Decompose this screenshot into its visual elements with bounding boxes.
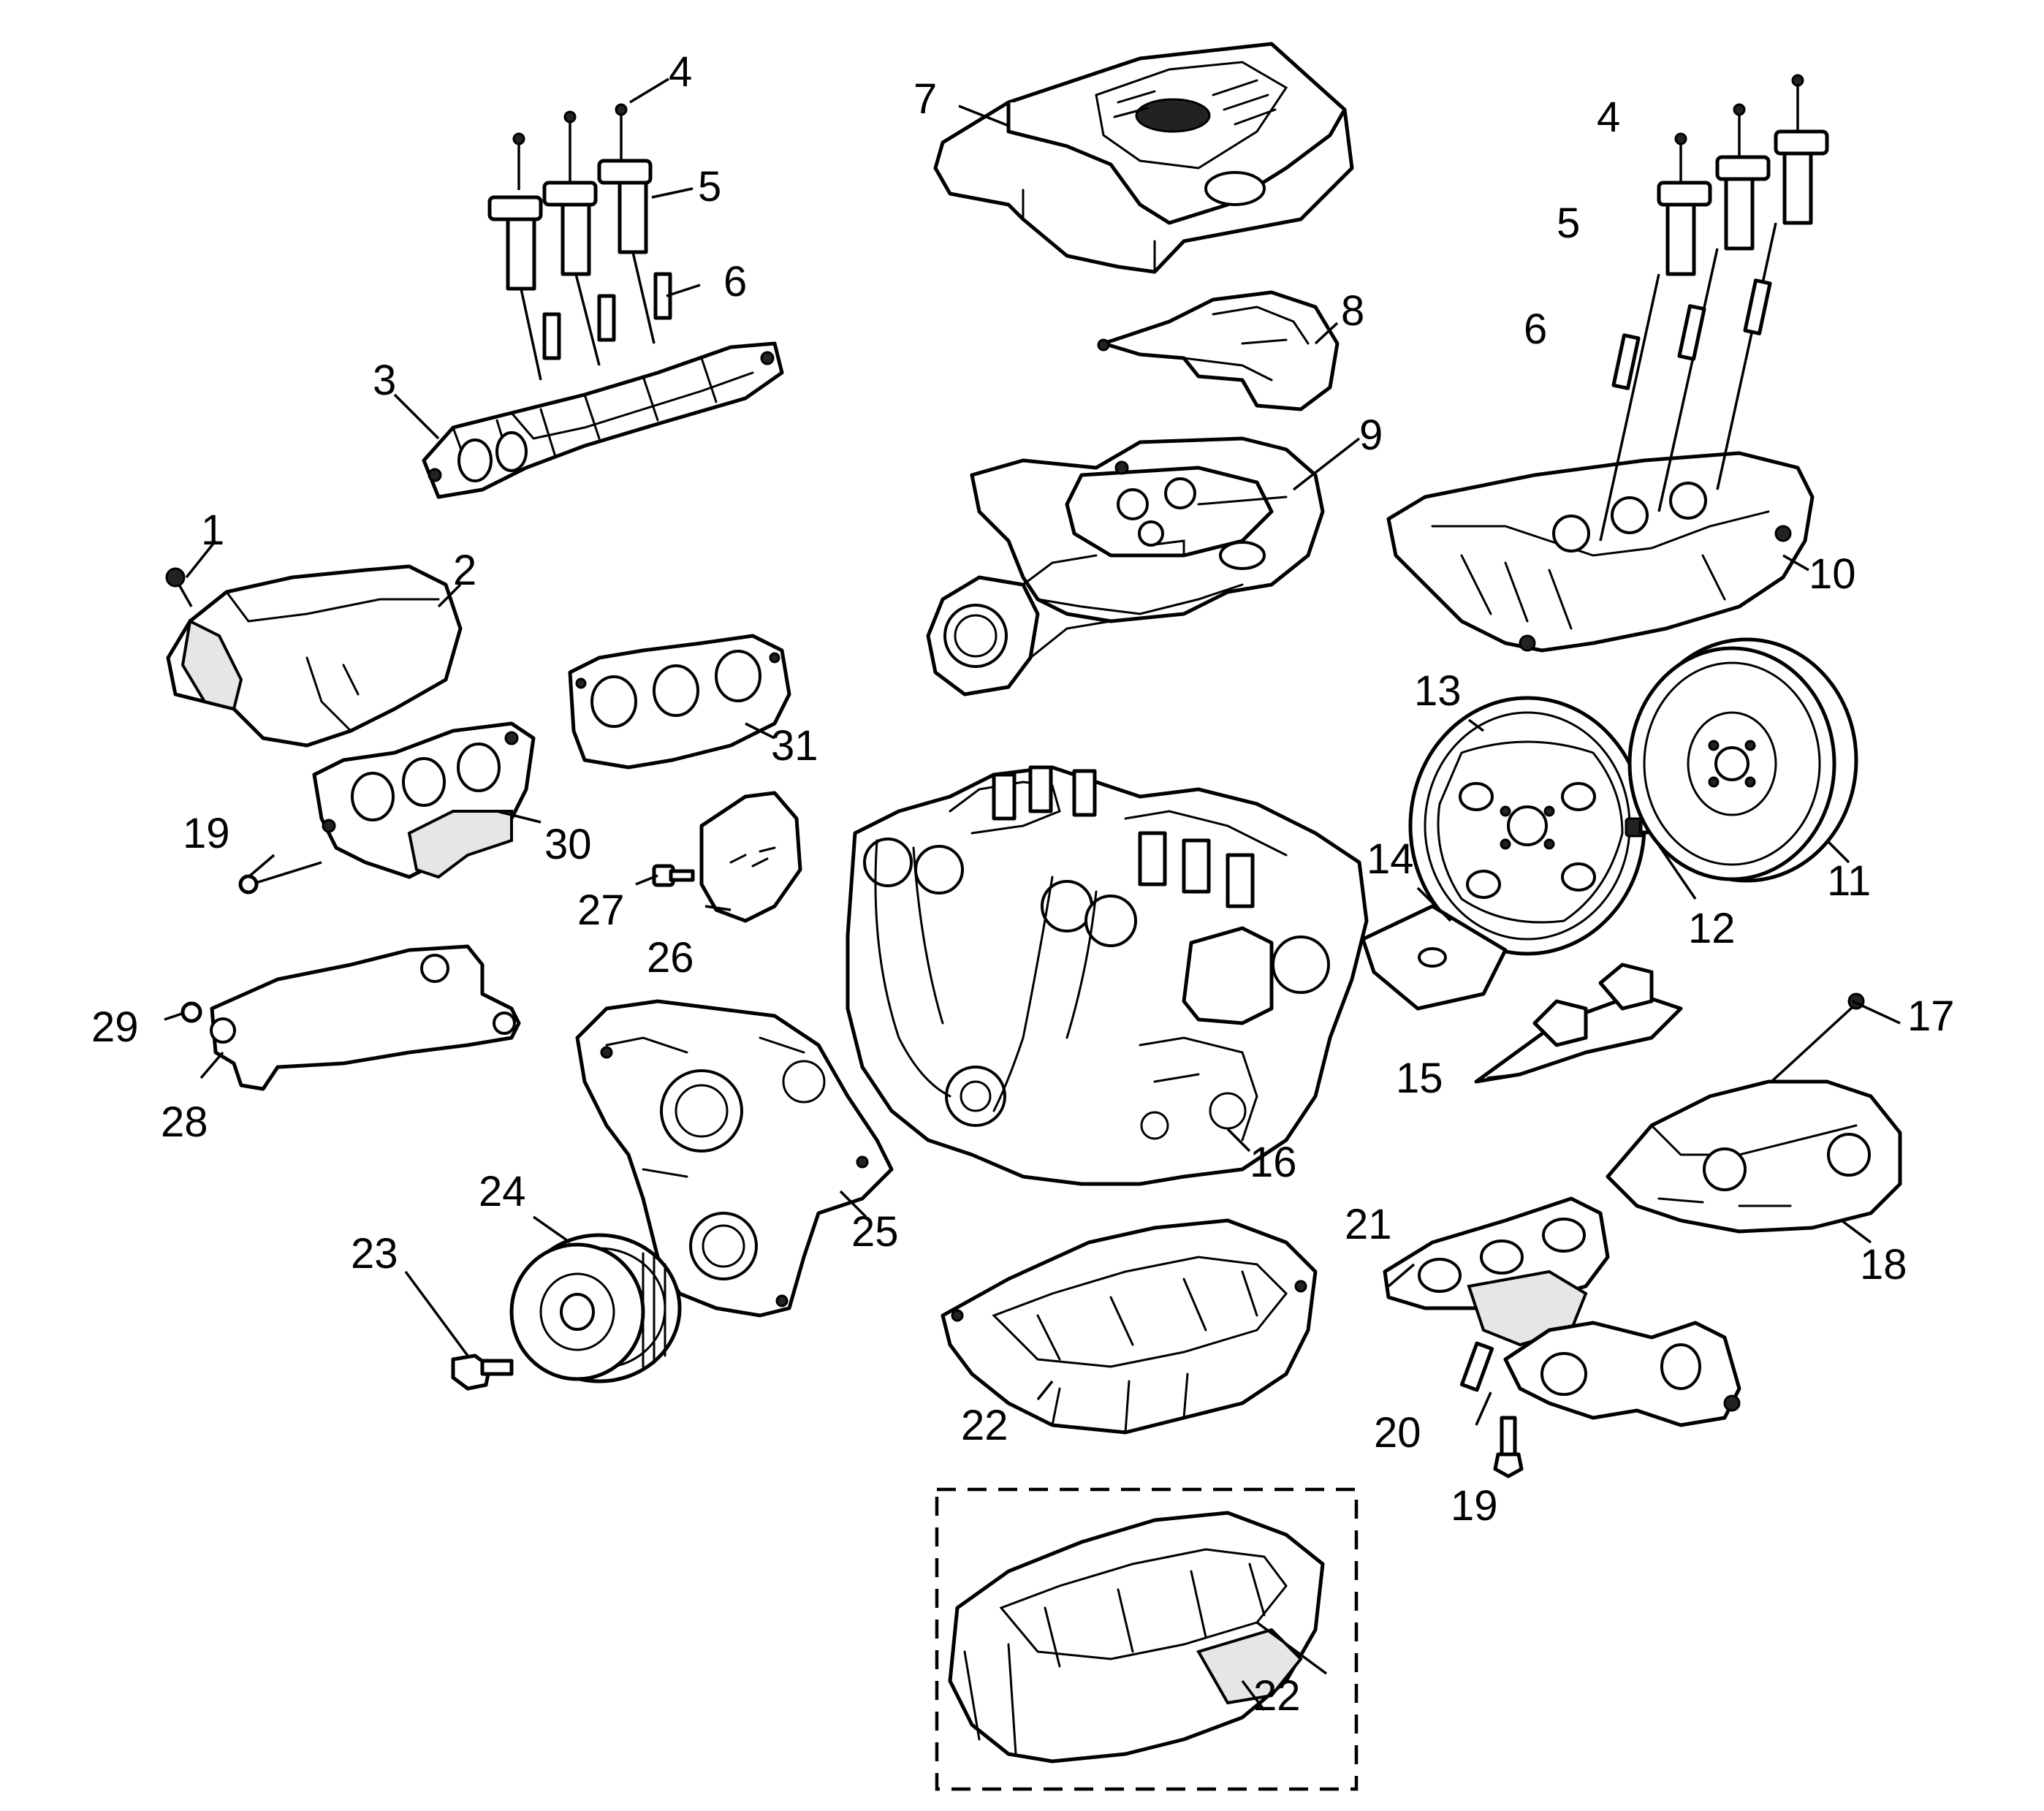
part-exhaust-manifold-right: [1383, 1196, 1741, 1427]
part-exhaust-heat-shield-left: [166, 564, 463, 748]
callout-10: 10: [1809, 550, 1856, 598]
callout-12: 12: [1688, 905, 1736, 952]
callout-15: 15: [1396, 1055, 1443, 1102]
part-balancer-bolt: [451, 1353, 514, 1391]
callout-5b: 5: [1557, 200, 1580, 247]
part-bolt-27: [652, 864, 695, 887]
part-ignition-coils-right: [1599, 74, 1829, 542]
callout-24: 24: [479, 1168, 526, 1215]
part-crankshaft-balancer: [509, 1233, 682, 1383]
callout-23: 23: [351, 1230, 398, 1277]
part-exhaust-heat-shield-right: [1606, 1079, 1902, 1234]
callout-4a: 4: [669, 48, 692, 96]
part-ignition-coils-left: [487, 103, 672, 381]
callout-26: 26: [647, 934, 694, 982]
part-engine-cover: [933, 42, 1354, 274]
part-camshaft-cover-right: [1386, 451, 1815, 653]
callout-20: 20: [1374, 1409, 1421, 1457]
callout-8: 8: [1341, 287, 1364, 335]
callout-13: 13: [1414, 667, 1462, 715]
callout-22a: 22: [961, 1402, 1008, 1449]
callout-14: 14: [1367, 835, 1414, 883]
callout-28: 28: [161, 1098, 208, 1146]
part-flywheel: [1627, 637, 1858, 883]
callout-4b: 4: [1597, 94, 1620, 141]
part-exhaust-gasket-left: [568, 634, 791, 770]
callout-1: 1: [201, 506, 224, 554]
part-flexplate: [1408, 696, 1646, 956]
part-oil-pan-lower: [948, 1511, 1325, 1763]
part-stud-20: [1459, 1341, 1494, 1392]
callout-27: 27: [577, 886, 625, 934]
callout-7: 7: [913, 75, 937, 123]
part-intake-manifold: [926, 436, 1325, 696]
part-shield-15: [1474, 963, 1683, 1084]
callout-31: 31: [771, 722, 818, 770]
callout-11: 11: [1827, 857, 1871, 905]
callout-18: 18: [1860, 1241, 1907, 1288]
callout-labels: 1 2 3 4 5 6 7 8 9 4 5 6 10 13 11 12 14 1…: [91, 48, 1955, 1720]
callout-21: 21: [1345, 1201, 1392, 1248]
part-bolt-1: [165, 567, 193, 607]
callout-25: 25: [851, 1208, 899, 1256]
callout-30: 30: [544, 821, 592, 868]
callout-19a: 19: [183, 810, 230, 857]
part-intake-manifold-insulator: [1097, 290, 1340, 411]
callout-6b: 6: [1524, 305, 1547, 353]
leader-lines: [164, 77, 1901, 1712]
callout-9: 9: [1359, 411, 1383, 459]
callout-6a: 6: [723, 258, 747, 305]
part-plate-14: [1361, 904, 1508, 1011]
callout-2: 2: [453, 547, 476, 594]
part-bolt-19-right: [1493, 1416, 1524, 1478]
part-exhaust-manifold-left: [312, 721, 536, 879]
part-nut-29: [181, 1001, 202, 1023]
callout-3: 3: [373, 357, 396, 404]
callout-29: 29: [91, 1003, 139, 1051]
part-bolt-19-left: [238, 861, 322, 895]
callout-17: 17: [1907, 992, 1955, 1040]
part-engine-front-cover: [575, 999, 894, 1318]
callout-5a: 5: [698, 163, 721, 210]
callout-16: 16: [1250, 1139, 1297, 1186]
callout-19b: 19: [1451, 1482, 1498, 1530]
alternate-view-box: [935, 1487, 1359, 1791]
part-cover-plate: [699, 791, 802, 923]
part-oil-pan-upper: [941, 1218, 1318, 1435]
part-camshaft-cover-left: [422, 341, 784, 499]
part-engine-block: [846, 765, 1369, 1186]
part-bracket-plate: [210, 944, 521, 1091]
callout-22b: 22: [1253, 1672, 1301, 1720]
